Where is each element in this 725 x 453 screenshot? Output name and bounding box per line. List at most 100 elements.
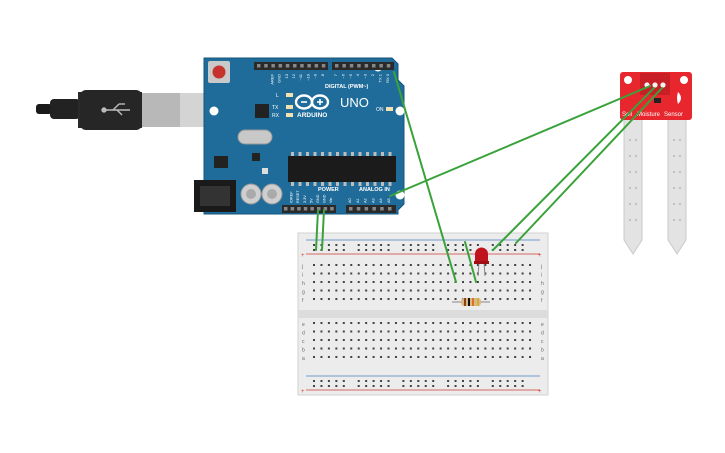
breadboard-hole[interactable] [320, 281, 323, 283]
breadboard-hole[interactable] [506, 347, 509, 350]
breadboard-hole[interactable] [529, 298, 532, 300]
breadboard-hole[interactable] [313, 385, 315, 387]
breadboard-hole[interactable] [447, 356, 450, 358]
breadboard-hole[interactable] [499, 347, 502, 350]
wire-pin-to-resistor[interactable] [393, 71, 457, 283]
breadboard-hole[interactable] [469, 272, 472, 275]
breadboard-hole[interactable] [372, 356, 375, 358]
breadboard-hole[interactable] [342, 298, 345, 300]
breadboard-hole[interactable] [424, 380, 427, 382]
breadboard-hole[interactable] [469, 330, 472, 333]
breadboard-hole[interactable] [402, 356, 405, 358]
breadboard-hole[interactable] [499, 339, 502, 341]
breadboard-hole[interactable] [454, 356, 457, 358]
breadboard-hole[interactable] [320, 330, 323, 333]
breadboard-hole[interactable] [476, 281, 479, 283]
breadboard-hole[interactable] [432, 322, 435, 324]
breadboard-hole[interactable] [469, 281, 472, 283]
breadboard-hole[interactable] [484, 356, 487, 358]
breadboard-hole[interactable] [491, 272, 494, 275]
breadboard-hole[interactable] [365, 264, 368, 266]
header-pin[interactable] [297, 207, 301, 211]
breadboard-hole[interactable] [499, 330, 502, 333]
breadboard-hole[interactable] [521, 244, 524, 246]
breadboard-hole[interactable] [476, 244, 479, 246]
breadboard-hole[interactable] [476, 356, 479, 358]
breadboard-hole[interactable] [447, 281, 450, 283]
breadboard-hole[interactable] [514, 249, 517, 251]
breadboard-hole[interactable] [327, 380, 330, 382]
breadboard-hole[interactable] [387, 298, 390, 300]
breadboard-hole[interactable] [417, 356, 420, 358]
breadboard-hole[interactable] [365, 322, 368, 324]
breadboard-hole[interactable] [409, 289, 412, 292]
breadboard-hole[interactable] [529, 281, 532, 283]
header-pin[interactable] [364, 64, 369, 68]
breadboard-hole[interactable] [521, 272, 524, 275]
breadboard-hole[interactable] [491, 322, 494, 324]
breadboard-hole[interactable] [350, 347, 353, 350]
breadboard-hole[interactable] [327, 322, 330, 324]
breadboard-hole[interactable] [380, 289, 383, 292]
breadboard-hole[interactable] [320, 380, 323, 382]
resistor[interactable] [452, 298, 490, 306]
wire-gnd-to-rail[interactable] [321, 209, 325, 251]
breadboard-hole[interactable] [454, 289, 457, 292]
breadboard-hole[interactable] [342, 330, 345, 333]
breadboard-hole[interactable] [320, 385, 323, 387]
breadboard-hole[interactable] [313, 330, 315, 333]
breadboard-hole[interactable] [313, 339, 315, 341]
breadboard-hole[interactable] [357, 330, 360, 333]
breadboard-hole[interactable] [409, 281, 412, 283]
breadboard-hole[interactable] [342, 281, 345, 283]
breadboard-hole[interactable] [335, 385, 338, 387]
breadboard-hole[interactable] [387, 339, 390, 341]
breadboard-hole[interactable] [514, 356, 517, 358]
breadboard-hole[interactable] [499, 272, 502, 275]
breadboard-hole[interactable] [469, 244, 472, 246]
breadboard-hole[interactable] [462, 249, 464, 251]
breadboard-hole[interactable] [462, 385, 464, 387]
breadboard-hole[interactable] [335, 264, 338, 266]
breadboard-hole[interactable] [499, 322, 502, 324]
breadboard-hole[interactable] [491, 281, 494, 283]
breadboard-hole[interactable] [335, 356, 338, 358]
breadboard-hole[interactable] [476, 339, 479, 341]
breadboard-hole[interactable] [380, 380, 383, 382]
breadboard-hole[interactable] [439, 322, 442, 324]
breadboard-hole[interactable] [357, 281, 360, 283]
breadboard-hole[interactable] [499, 380, 502, 382]
breadboard-hole[interactable] [417, 339, 420, 341]
breadboard-hole[interactable] [476, 330, 479, 333]
breadboard-hole[interactable] [402, 347, 405, 350]
breadboard-hole[interactable] [454, 298, 457, 300]
breadboard-hole[interactable] [394, 272, 397, 275]
breadboard-hole[interactable] [417, 289, 420, 292]
header-pin[interactable] [330, 207, 334, 211]
breadboard-hole[interactable] [491, 356, 494, 358]
breadboard-hole[interactable] [350, 356, 353, 358]
header-pin[interactable] [349, 207, 353, 211]
breadboard-hole[interactable] [402, 339, 405, 341]
breadboard-hole[interactable] [327, 249, 330, 251]
header-pin[interactable] [271, 64, 275, 68]
breadboard-hole[interactable] [484, 289, 487, 292]
breadboard-hole[interactable] [320, 322, 323, 324]
breadboard-hole[interactable] [521, 380, 524, 382]
breadboard-hole[interactable] [476, 347, 479, 350]
breadboard-hole[interactable] [491, 347, 494, 350]
header-pin[interactable] [303, 207, 308, 211]
breadboard-hole[interactable] [447, 380, 450, 382]
breadboard-hole[interactable] [424, 339, 427, 341]
breadboard-hole[interactable] [402, 330, 405, 333]
breadboard-hole[interactable] [409, 339, 412, 341]
breadboard-hole[interactable] [387, 272, 390, 275]
breadboard-hole[interactable] [409, 356, 412, 358]
breadboard-hole[interactable] [394, 356, 397, 358]
breadboard-hole[interactable] [313, 272, 315, 275]
breadboard-hole[interactable] [335, 298, 338, 300]
breadboard-hole[interactable] [313, 289, 315, 292]
breadboard-hole[interactable] [506, 380, 509, 382]
breadboard-hole[interactable] [469, 380, 472, 382]
breadboard-hole[interactable] [342, 380, 345, 382]
